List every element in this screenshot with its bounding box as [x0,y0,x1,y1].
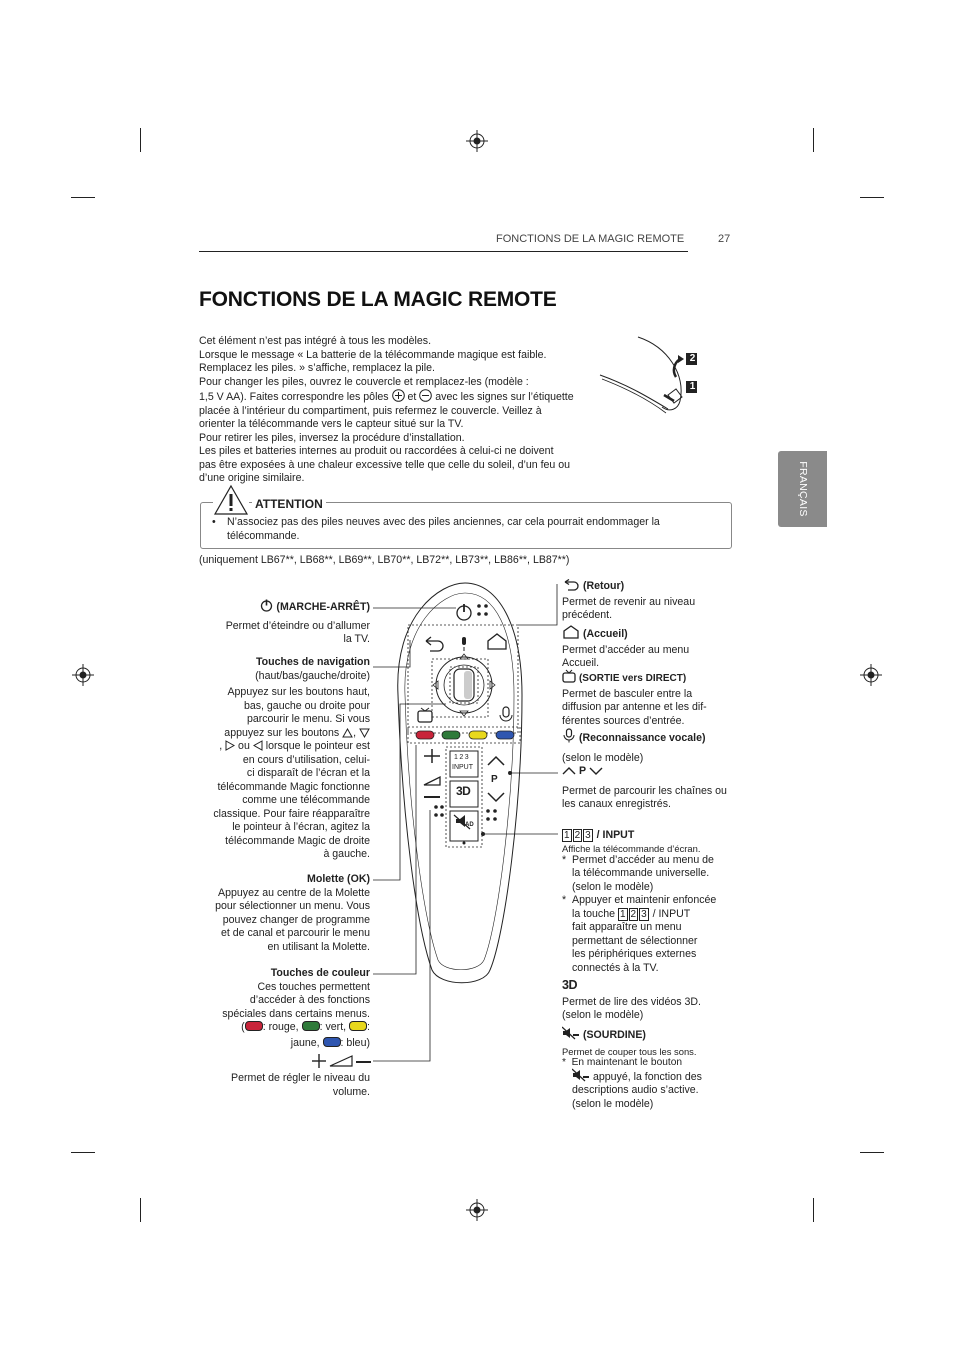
direct-description: (SORTIE vers DIRECT) Permet de basculer … [562,669,742,728]
magic-remote-illustration [397,582,523,984]
attention-text: • N’associez pas des piles neuves avec d… [212,516,660,542]
volume-description: Permet de régler le niveau du volume. [231,1072,370,1098]
step-1-label: 1 [689,381,696,392]
remote-input-label: INPUT [452,764,473,771]
plus-pole-icon [391,389,405,402]
intro-text: Cet élément n’est pas intégré à tous les… [199,335,574,484]
channel-up-icon [562,767,576,775]
green-swatch [301,1021,320,1031]
mute-icon [453,814,471,830]
crop-mark [71,197,95,198]
triangle-up-icon [342,727,353,737]
back-icon [425,636,444,652]
mute-description: (SOURDINE) Permet de couper tous les son… [562,1026,742,1111]
wheel-description: Molette (OK) Appuyez au centre de la Mol… [215,873,370,953]
registration-mark [466,130,488,152]
attention-box [200,502,732,549]
home-description: (Accueil) Permet d’accéder au menu Accue… [562,625,742,671]
attention-title: ATTENTION [252,497,326,511]
voice-icon [499,706,513,722]
back-description: (Retour) Permet de revenir au niveau pré… [562,579,696,621]
remote-3d-label: 3D [456,784,471,798]
crop-mark [140,128,141,152]
home-icon [487,633,507,650]
triangle-down-icon [359,728,370,738]
blue-swatch [322,1036,341,1047]
voice-description: (Reconnaissance vocale) (selon le modèle… [562,728,742,765]
registration-mark [466,1199,488,1221]
step-2-label: 2 [689,353,696,364]
microphone-small-icon [462,637,466,651]
triangle-right-icon [225,740,236,751]
crop-mark [140,1198,141,1222]
warning-icon [213,484,249,516]
mute-icon [572,1068,589,1081]
crop-mark [860,197,884,198]
home-icon [563,625,579,639]
volume-plus-icon [424,749,440,763]
page-number: 27 [718,233,731,245]
header-rule [199,251,688,252]
model-note: (uniquement LB67**, LB68**, LB69**, LB70… [199,554,570,566]
crop-mark [71,1152,95,1153]
language-tab: FRANÇAIS [778,451,827,527]
power-icon [456,604,472,621]
minus-pole-icon [419,389,433,402]
channel-up-icon [487,755,505,766]
channel-down-icon [589,767,603,775]
red-swatch [244,1021,263,1031]
remote-ad-label: AD [465,822,474,828]
yellow-swatch [349,1021,368,1031]
channel-down-icon [487,792,505,803]
running-header: FONCTIONS DE LA MAGIC REMOTE [496,233,685,245]
3d-description: 3D Permet de lire des vidéos 3D. (selon … [562,978,701,1021]
crop-mark [813,128,814,152]
navigation-description: Touches de navigation (haut/bas/gauche/d… [213,656,370,860]
tv-direct-icon [417,707,433,723]
remote-p-label: P [491,774,498,785]
back-icon [564,579,579,591]
power-description: (MARCHE-ARRÊT) Permet d’éteindre ou d’al… [225,599,370,645]
color-keys-description: Touches de couleur Ces touches permetten… [222,967,370,1049]
registration-mark [72,664,94,686]
tv-direct-icon [562,669,576,683]
registration-mark [860,664,882,686]
page-title: FONCTIONS DE LA MAGIC REMOTE [199,288,557,311]
mute-icon [562,1026,579,1040]
3d-icon: 3D [562,978,577,992]
volume-icons [310,1053,372,1069]
crop-mark [813,1198,814,1222]
triangle-left-icon [252,740,263,751]
volume-icon [312,1054,371,1068]
crop-mark [860,1152,884,1153]
voice-icon [563,728,575,743]
remote-digits-label: 123 [454,754,471,761]
channel-description: P Permet de parcourir les chaînes ou les… [562,765,727,810]
power-icon [261,599,273,612]
battery-cover-illustration [599,336,697,414]
